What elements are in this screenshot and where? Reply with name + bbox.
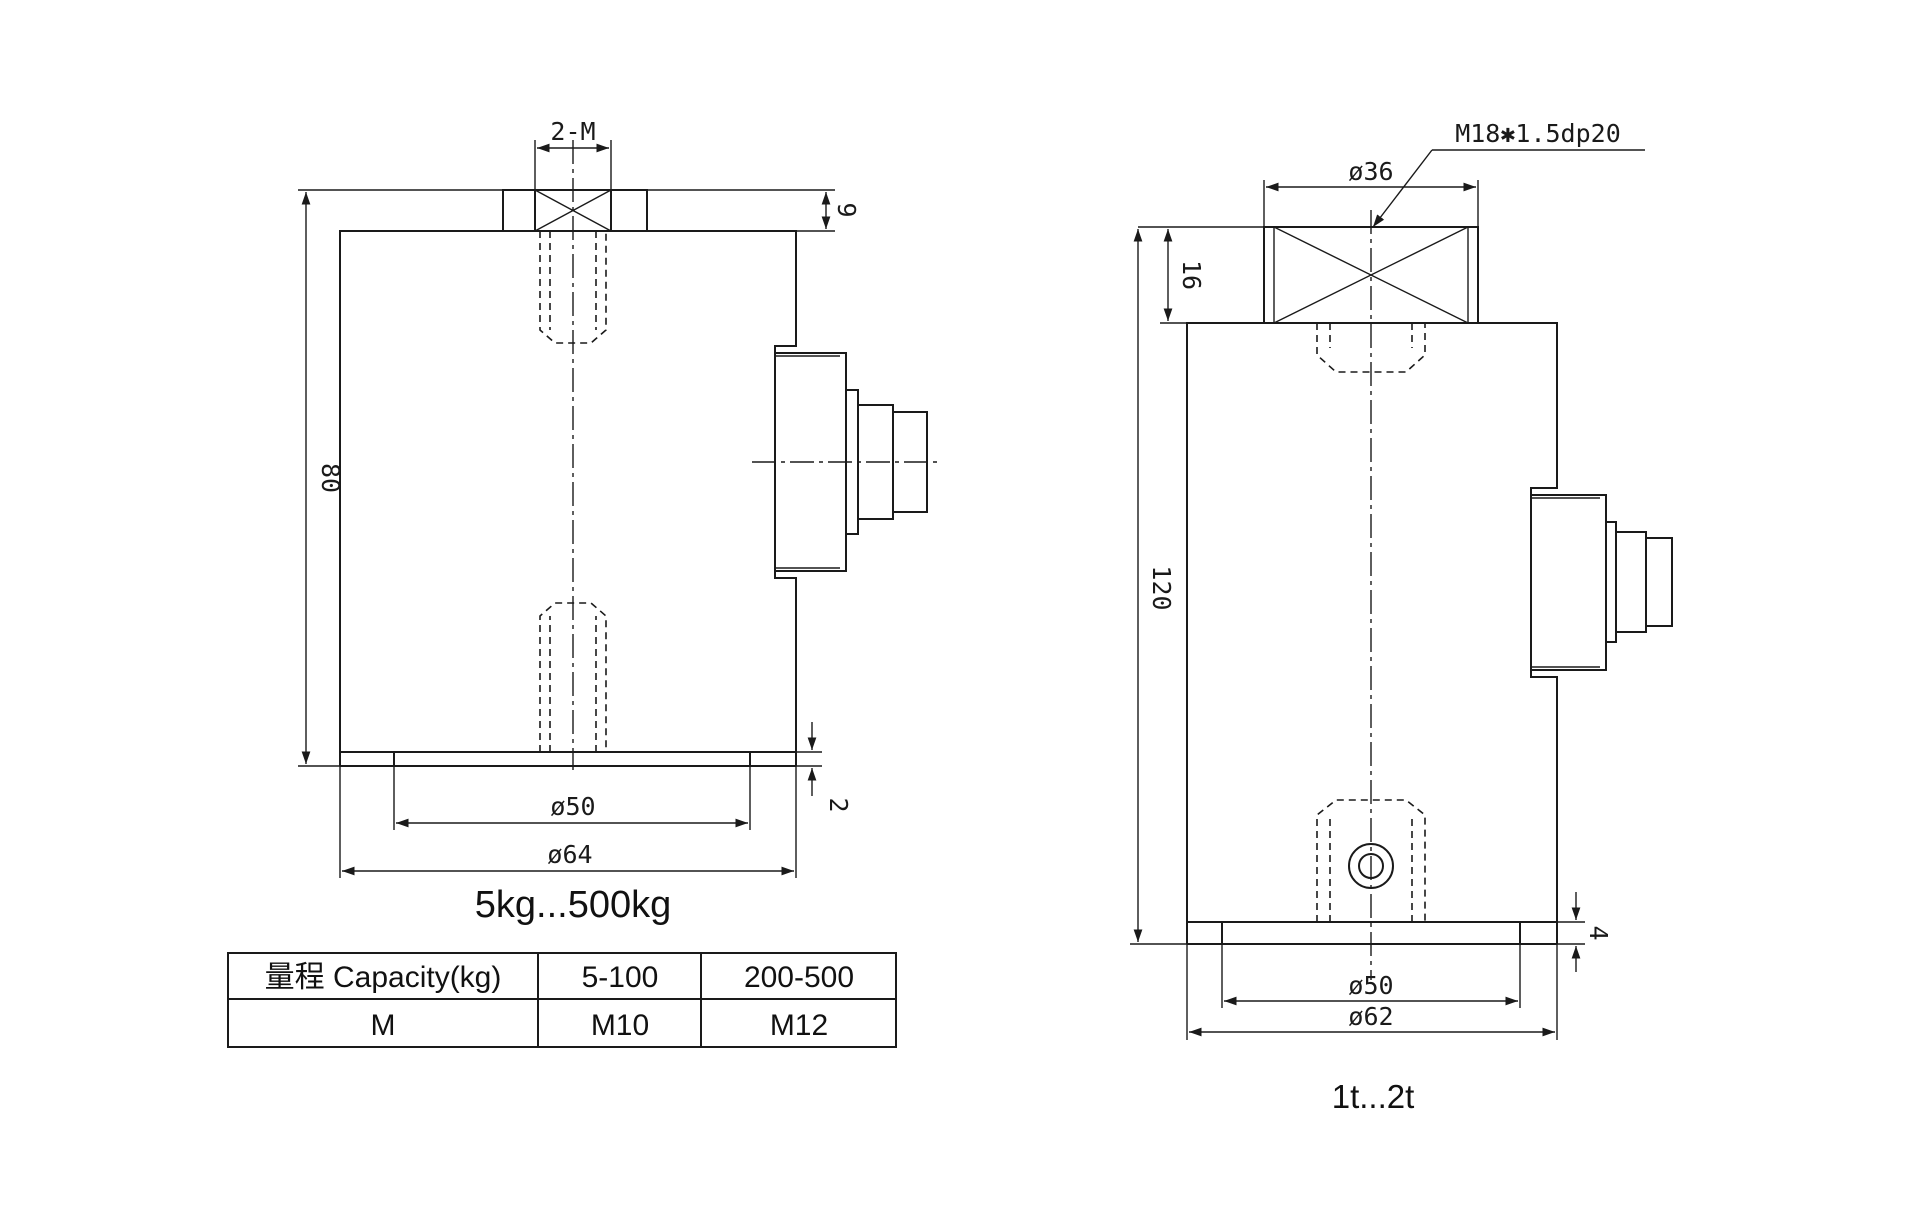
right-view-caption: 1t...2t: [1332, 1078, 1415, 1115]
right-dim-base-inner: ø50: [1348, 971, 1393, 1000]
right-connector-step: [1605, 521, 1617, 643]
left-dim-outer: ø64: [547, 840, 592, 869]
left-view-caption: 5kg...500kg: [475, 884, 671, 926]
right-connector-housing: [1530, 494, 1607, 671]
left-dim-base-inner: ø50: [550, 792, 595, 821]
right-body-outline: [1186, 322, 1607, 923]
right-view: M18✱1.5dp20 ø36 16 120 4 ø50 ø62 1t...2t: [1130, 119, 1673, 1115]
right-connector-plug: [1645, 537, 1673, 627]
right-dim-boss-height: 16: [1177, 260, 1206, 290]
table-cell-thread-1: M10: [591, 1009, 649, 1042]
right-dim-height: 120: [1147, 565, 1176, 610]
left-dim-boss-height: 9: [832, 202, 861, 217]
table-header-range-2: 200-500: [744, 961, 854, 994]
left-body-outline: [339, 230, 847, 753]
table-header-range-1: 5-100: [582, 961, 659, 994]
right-dim-base-thickness: 4: [1584, 925, 1613, 940]
table-header-capacity: 量程 Capacity(kg): [265, 961, 502, 994]
left-top-boss: [502, 189, 648, 232]
right-dim-thread-callout: M18✱1.5dp20: [1455, 119, 1621, 148]
left-dim-base-thickness: 2: [824, 797, 853, 812]
right-connector-neck: [1615, 531, 1647, 633]
left-view: 2-M 9 80 2 ø50 ø64 5kg...500kg: [298, 117, 940, 926]
table-cell-thread-2: M12: [770, 1009, 828, 1042]
right-dim-outer: ø62: [1348, 1002, 1393, 1031]
right-dim-boss-dia: ø36: [1348, 157, 1393, 186]
capacity-table: 量程 Capacity(kg) 5-100 200-500 M M10 M12: [227, 952, 897, 1048]
table-cell-thread-label: M: [371, 1009, 396, 1042]
left-dim-height: 80: [316, 463, 345, 493]
left-dim-thread: 2-M: [550, 117, 595, 146]
